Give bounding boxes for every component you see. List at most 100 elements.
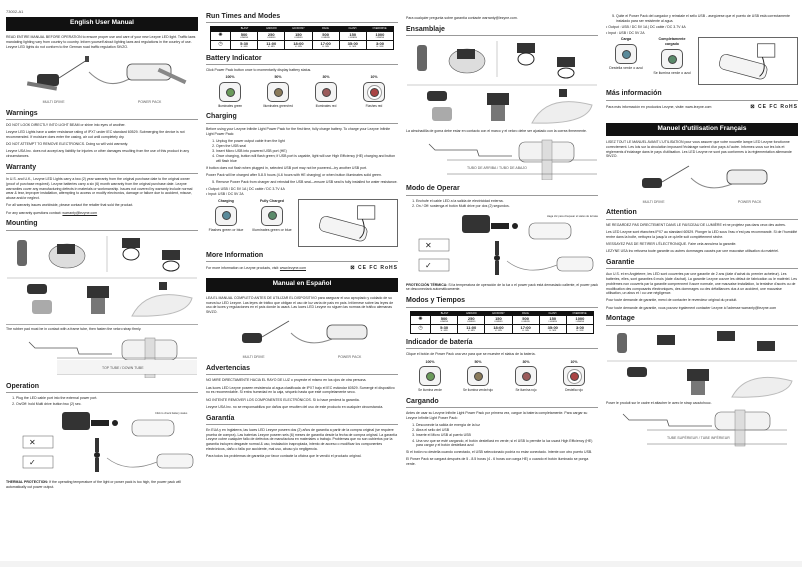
illustration-captions: MULTI DRIVE POWER PACK <box>6 100 198 105</box>
time-value: 35:00 <box>347 40 358 46</box>
svg-text:✕: ✕ <box>425 241 432 250</box>
battery-level: 50%Illuminates green/red <box>263 75 293 109</box>
charging-step-5: Remove Power Pack from charger and reins… <box>216 180 398 185</box>
cargando-p1: Si el botón no destella cuando conectado… <box>406 450 593 455</box>
multi-drive-power-pack-icon <box>242 320 368 344</box>
warranty-email-link[interactable]: warranty@lezyne.com <box>62 210 98 215</box>
connect-cable-icon: ✕ ✓ Haga clic para chequear el status de… <box>418 214 601 275</box>
mounting-note: The rubber pad must be in contact with a… <box>6 326 142 331</box>
operation-step: On/Off: hold Multi drive button two (2) … <box>16 402 198 407</box>
lumens-value: 500 <box>240 31 248 37</box>
lumens-value: 150 <box>295 31 302 37</box>
divider <box>6 323 198 325</box>
charging-p2: Power Pack will be charged after 5-8.5 h… <box>206 173 382 178</box>
led-icon <box>473 371 483 381</box>
lumens-value: 250 <box>267 31 275 37</box>
charging-step: Unplug the power output cable from the l… <box>216 139 398 144</box>
svg-text:Haga clic para chequear el sta: Haga clic para chequear el status de la … <box>547 214 598 218</box>
english-intro: READ ENTIRE MANUAL BEFORE OPERATION to e… <box>6 35 196 49</box>
mode-name: FLASH <box>348 27 357 31</box>
ensamblaje-note: La almohadilla de goma debe estar en con… <box>406 129 587 134</box>
spec-output: Output: USB / DC 5V 1A | DC cable / DC 3… <box>206 187 398 192</box>
mas-info-heading: Más información <box>606 89 798 101</box>
time-value: 5:30 <box>240 40 249 46</box>
garantia-heading: Garantía <box>206 414 398 425</box>
cargando-step-5: Quite el Power Pack del cargador y reins… <box>616 14 798 23</box>
cargando-p2: El Power Pack se cargará después de 5 - … <box>406 457 589 466</box>
column-english-2: Run Times and Modes BLAST ENDURO ECONOMY… <box>206 0 398 567</box>
charging-step: Once charging, button will flash green; … <box>216 154 398 163</box>
advertencias-p3: NO INTENTE REMOVER LOS COMPONENTES ELECT… <box>206 397 360 402</box>
mode-name: RACE <box>322 27 329 31</box>
clock-icon: ◷ <box>411 324 431 333</box>
product-illustration-es <box>206 317 398 353</box>
attention-heading: Attention <box>606 208 798 220</box>
french-banner: Manuel d'utilisation Français <box>606 122 798 137</box>
charging-steps: Unplug the power output cable from the l… <box>216 139 398 164</box>
cargando-intro: Antes de usar su Lezyne Infinite Light P… <box>406 410 588 420</box>
french-intro: LISEZ TOUT LE MANUEL AVANT L'UTILISATION… <box>606 140 792 159</box>
battery-level: 30%Illuminates red <box>315 75 337 109</box>
operation-steps: Plug the LED cable port into the externa… <box>16 396 198 406</box>
advertencias-p1: NO MIRE DIRECTAMENTE HACIA EL RAYO DE LU… <box>206 378 367 383</box>
modos-table: BLAST ENDURO ECONOMY RACE FLASH OVERDRIV… <box>410 310 594 334</box>
warranty-p3: For any warranty questions contact: warr… <box>6 211 198 216</box>
cargando-specs: Output : USB / DC 5V 1A | DC cable / DC … <box>606 25 798 35</box>
led-flashing-icon <box>221 211 231 221</box>
page-bottom-edge <box>0 561 802 567</box>
column-spanish-1: Para cualquier pregunta sobre garantía c… <box>406 0 601 567</box>
frame-tube-mount-icon: TUBE SUPÉRIEUR / TUBE INFÉRIEUR <box>622 409 787 447</box>
english-banner: English User Manual <box>6 17 198 32</box>
warranty-contact-label: For any warranty questions contact: <box>6 210 63 215</box>
frame-tube-mount-icon: TUBO DE ARRIBA / TUBO DE ABAJO <box>428 140 597 181</box>
frame-mount-illustration-es: TUBO DE ARRIBA / TUBO DE ABAJO <box>406 136 598 181</box>
caption-power-pack: POWER PACK <box>337 355 362 360</box>
thermal-protection: THERMAL PROTECTION: If the operating tem… <box>6 480 198 489</box>
warnings-heading: Warnings <box>6 109 198 120</box>
website-link[interactable]: www.lezyne.com <box>279 266 306 271</box>
usb-charging-illustration <box>698 37 798 86</box>
mode-name: ENDURO <box>266 27 277 31</box>
led-icon <box>667 54 677 64</box>
operar-step: On / Off: sostenga el botón Multi drive … <box>416 204 598 209</box>
mounting-illustration <box>6 234 198 322</box>
multi-drive-power-pack-icon <box>26 55 187 91</box>
more-info-text: For more information on Lezyne products,… <box>206 266 280 271</box>
frame-tube-mount-icon: TOP TUBE / DOWN TUBE <box>28 337 197 379</box>
charging-specs: Output: USB / DC 5V 1A | DC cable / DC 3… <box>206 187 398 197</box>
ensamblaje-heading: Ensamblaje <box>406 25 598 37</box>
led-icon <box>521 371 531 381</box>
mounting-heading: Mounting <box>6 219 198 231</box>
warranty-p1: In U.S. and U.K., Lezyne LED Lights carr… <box>6 177 193 201</box>
clock-icon: ◷ <box>211 40 231 49</box>
multi-drive-power-pack-icon <box>642 165 768 189</box>
mounting-steps-icon <box>607 330 797 398</box>
svg-text:✓: ✓ <box>29 458 36 467</box>
svg-text:TOP TUBE / DOWN TUBE: TOP TUBE / DOWN TUBE <box>102 366 144 370</box>
warnings-p1: DO NOT LOOK DIRECTLY INTO LIGHT BEAM or … <box>6 122 126 127</box>
garantia-p2: Para todos los problemas de garantía por… <box>206 454 362 459</box>
led-icon <box>425 371 435 381</box>
montage-heading: Montage <box>606 314 798 326</box>
time-value: 17:00 <box>320 40 331 46</box>
certification-logos-icon: ⊠ CE FC RoHS <box>350 265 398 272</box>
mounting-steps-icon <box>407 41 597 124</box>
operation-step: Plug the LED cable port into the externa… <box>16 396 198 401</box>
caption-power-pack: POWER PACK <box>137 99 162 104</box>
lumens-value: 500 <box>322 31 329 37</box>
cargando-steps: Desconecte la salida de energía de la lu… <box>416 423 598 448</box>
caption-multi-drive: MULTI DRIVE <box>42 99 65 104</box>
led-icon <box>273 87 283 97</box>
advertencias-heading: Advertencias <box>206 364 398 376</box>
svg-text:Click to check battery status: Click to check battery status <box>155 411 188 415</box>
mounting-steps-icon <box>7 235 197 317</box>
product-illustration <box>6 52 198 98</box>
column-spanish-french: Quite el Power Pack del cargador y reins… <box>606 0 798 567</box>
thermal-text: If the operating temperature of the ligh… <box>6 480 181 489</box>
garantia-p3: Para cualquier pregunta sobre garantía c… <box>406 16 518 20</box>
svg-text:✓: ✓ <box>425 261 432 270</box>
indicador-bateria-heading: Indicador de batería <box>406 338 598 350</box>
light-burst-icon: ✺ <box>211 31 231 40</box>
